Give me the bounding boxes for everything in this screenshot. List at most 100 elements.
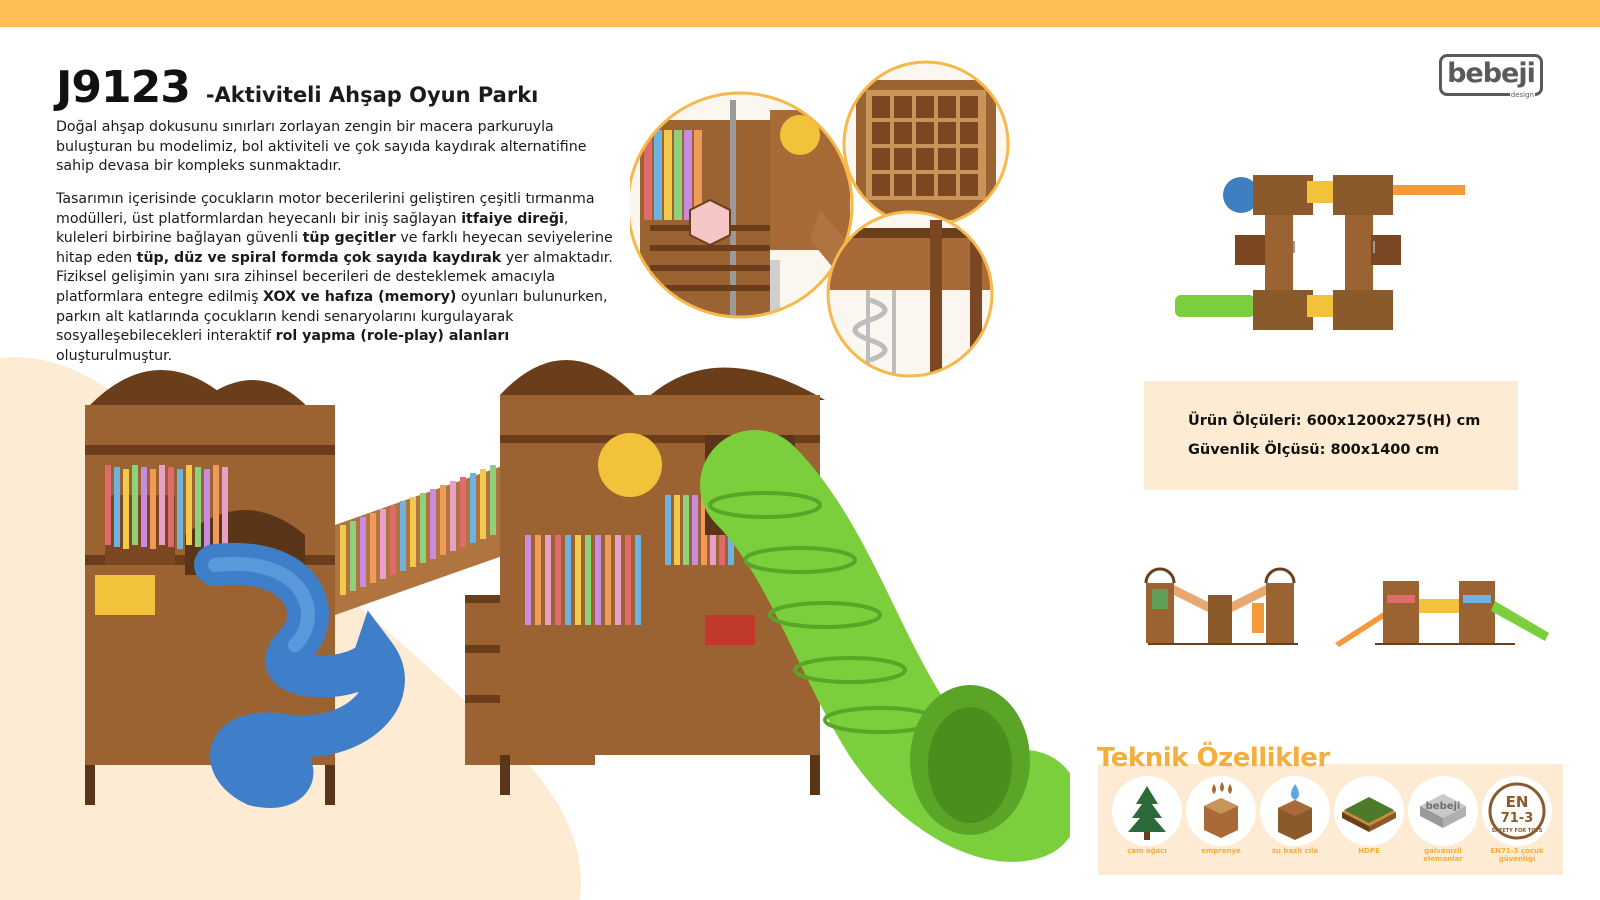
en71-icon: EN 71-3 SAFETY FOR TOYS — [1482, 776, 1552, 846]
top-view-plan — [1175, 175, 1465, 330]
tech-label-varnish: su bazlı cila — [1271, 847, 1319, 855]
memory-tile — [938, 122, 956, 144]
rail-slat — [683, 495, 689, 565]
bridge-rails — [340, 465, 496, 595]
en71-line2: 71-3 — [1501, 811, 1534, 826]
rail-slat — [132, 465, 138, 545]
main-playground-illustration — [85, 360, 1070, 862]
memory-tiles — [872, 96, 978, 196]
tube-ring — [743, 546, 857, 574]
rail-slat — [575, 535, 581, 625]
rail-slat — [565, 535, 571, 625]
pine-tree-icon — [1112, 776, 1182, 846]
rail-slat — [105, 465, 111, 545]
memory-tile — [894, 174, 912, 196]
rail-slat — [114, 467, 120, 547]
tube-ring — [793, 656, 907, 684]
memory-tile — [916, 148, 934, 170]
bridge-slat — [420, 493, 426, 563]
rail-slat — [195, 467, 201, 547]
desc-text: oluşturulmuştur. — [56, 347, 173, 364]
rail-slat — [585, 535, 591, 625]
en71-ring: SAFETY FOR TOYS — [1491, 828, 1542, 834]
memory-tile — [916, 174, 934, 196]
detail-memory-game-circle — [842, 60, 1010, 228]
rail-slat — [555, 535, 561, 625]
tube-rings — [708, 491, 937, 734]
bridge-slat — [460, 477, 466, 547]
blue-spiral-slide — [194, 542, 405, 808]
impregnation-icon — [1186, 776, 1256, 846]
memory-tile — [894, 96, 912, 118]
rail-slat — [186, 465, 192, 545]
brand-logo: bebeji design — [1439, 54, 1543, 99]
brand-logo-text: bebeji — [1439, 54, 1543, 96]
desc-bold-tube-passage: tüp geçitler — [302, 230, 396, 247]
desc-text: , kuleleri birbirine bağlayan güvenli — [56, 210, 569, 247]
rail-slat — [525, 535, 531, 625]
bridge-slat — [470, 473, 476, 543]
rail-slat — [535, 535, 541, 625]
tube-ring — [768, 601, 882, 629]
rail-slat — [625, 535, 631, 625]
rail-slat — [692, 495, 698, 565]
front-view — [1144, 567, 1298, 645]
memory-tile — [894, 122, 912, 144]
rail-slat — [177, 469, 183, 549]
hdpe-icon — [1334, 776, 1404, 846]
desc-bold-fireman-pole: itfaiye direği — [461, 210, 564, 227]
rail-slat — [595, 535, 601, 625]
top-accent-bar — [0, 0, 1600, 27]
rail-slat — [123, 469, 129, 549]
memory-tile — [938, 174, 956, 196]
tech-label-impregnation: emprenye — [1201, 847, 1241, 855]
dimensions-panel: Ürün Ölçüleri: 600x1200x275(H) cm Güvenl… — [1144, 381, 1518, 490]
rail-slat — [674, 495, 680, 565]
memory-tile — [916, 96, 934, 118]
memory-tile — [916, 122, 934, 144]
bridge-slat — [430, 489, 436, 559]
memory-tile — [872, 96, 890, 118]
detail-circles — [630, 60, 1010, 378]
rail-slat — [150, 469, 156, 549]
green-tube-slide — [700, 430, 1070, 862]
galvanized-icon: bebeji — [1408, 776, 1478, 846]
tech-label-en71: EN71-3 çocuk güvenliği — [1490, 847, 1544, 863]
product-code: J9123 — [56, 62, 191, 113]
rail-slat — [204, 469, 210, 549]
bridge-slat — [480, 469, 486, 539]
bridge-slat — [380, 509, 386, 579]
desc-text: oyunları bulunurken, parkın alt katların… — [56, 288, 608, 345]
product-dimensions: Ürün Ölçüleri: 600x1200x275(H) cm — [1188, 413, 1481, 429]
desc-bold-slides: tüp, düz ve spiral formda çok sayıda kay… — [136, 249, 502, 266]
memory-tile — [872, 148, 890, 170]
safety-dimensions: Güvenlik Ölçüsü: 800x1400 cm — [1188, 442, 1440, 458]
rail-slat — [665, 495, 671, 565]
desc-text: yer almaktadır. Fiziksel gelişimin yanı … — [56, 249, 613, 305]
detail-climber-circle — [826, 210, 994, 378]
memory-tile — [872, 174, 890, 196]
desc-bold-games: XOX ve hafıza (memory) — [263, 288, 457, 305]
memory-tile — [960, 148, 978, 170]
rail-slat — [168, 467, 174, 547]
side-view — [1335, 581, 1549, 647]
en71-line1: EN — [1506, 793, 1529, 811]
bridge-slat — [390, 505, 396, 575]
memory-tile — [960, 174, 978, 196]
tech-label-hdpe: HDPE — [1358, 847, 1380, 855]
description-paragraph: Tasarımın içerisinde çocukların motor be… — [56, 190, 616, 366]
bridge-slat — [410, 497, 416, 567]
rail-slat — [159, 465, 165, 545]
memory-tile — [894, 148, 912, 170]
rail-slat — [615, 535, 621, 625]
memory-tile — [960, 122, 978, 144]
tech-specs-title: Teknik Özellikler — [1097, 743, 1330, 773]
water-varnish-icon — [1260, 776, 1330, 846]
rail-slat — [701, 495, 707, 565]
rail-slat — [635, 535, 641, 625]
tech-label-pine: çam ağacı — [1127, 847, 1167, 855]
rail-slat — [141, 467, 147, 547]
product-title: -Aktiviteli Ahşap Oyun Parkı — [205, 83, 539, 107]
desc-text: ve farklı heyecan seviyelerine hitap ede… — [56, 230, 613, 266]
left-colorful-rails — [105, 465, 228, 549]
